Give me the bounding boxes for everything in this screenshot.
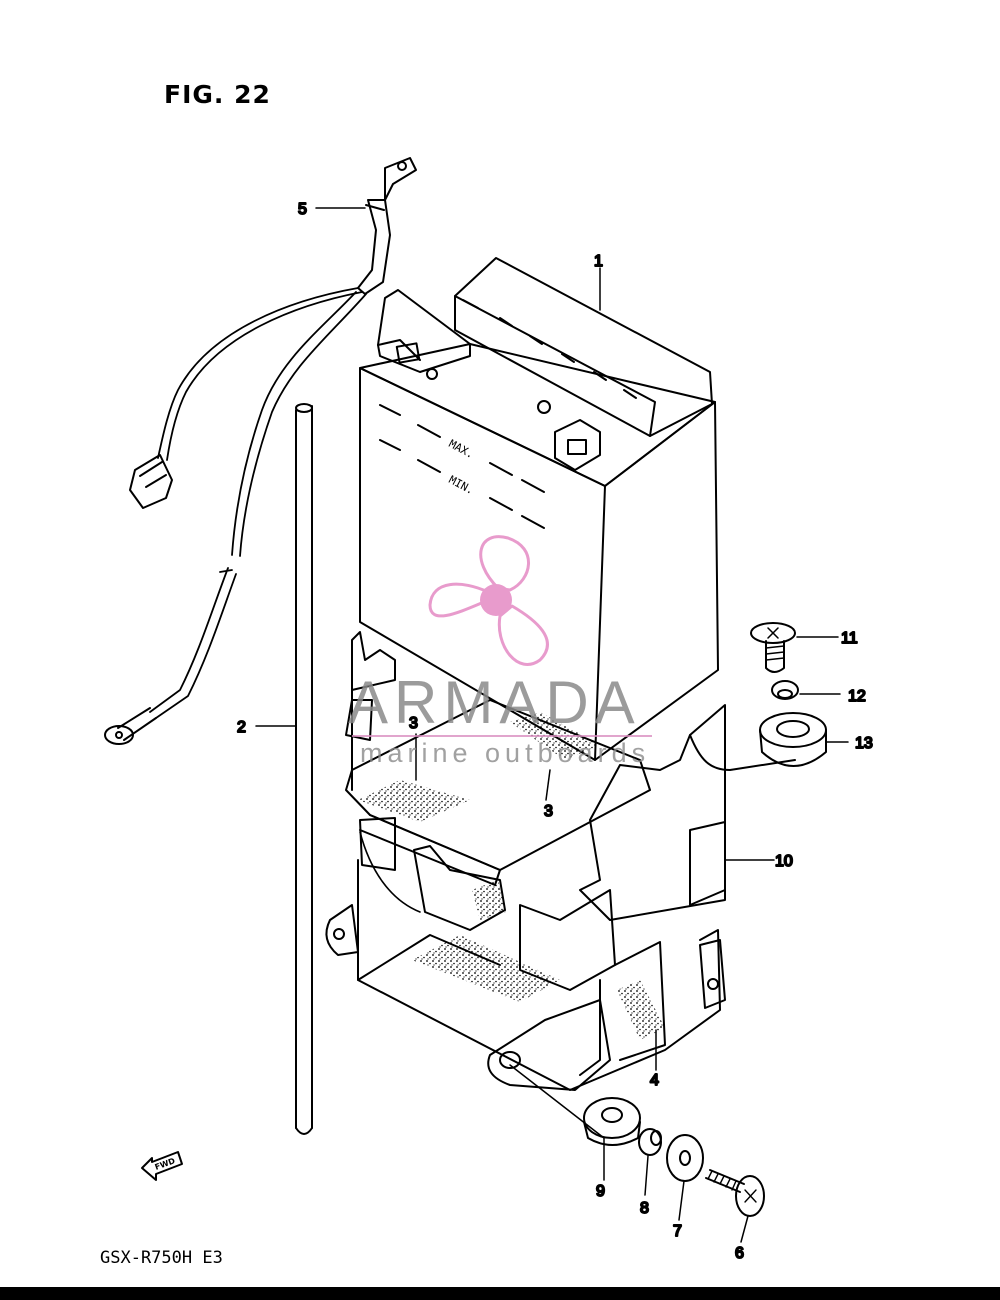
cushion-10-part: [583, 1097, 641, 1146]
watermark-divider: [352, 735, 652, 737]
callout-10: 9: [596, 1183, 605, 1200]
washer-8-part: [666, 1134, 704, 1182]
forward-arrow-icon: FWD: [141, 1151, 183, 1181]
callout-3-left: 3: [409, 715, 418, 732]
callout-6: 10: [775, 853, 793, 870]
leader-lines: [255, 207, 849, 1243]
min-level-mark: MIN.: [447, 473, 477, 497]
figure-title: FIG. 22: [164, 80, 271, 109]
callout-8: 7: [673, 1223, 682, 1240]
propeller-logo-icon: [428, 535, 549, 666]
callout-12: 12: [848, 688, 866, 705]
screw-11-part: [750, 622, 796, 673]
collar-9-part: [638, 1128, 662, 1156]
callout-4: 4: [650, 1072, 659, 1089]
callout-11: 11: [841, 630, 858, 647]
breather-hose-part: [295, 403, 313, 1135]
model-code: GSX-R750H E3: [100, 1248, 223, 1268]
cushion-13-part: [759, 712, 827, 767]
bottom-border: [0, 1287, 1000, 1300]
max-level-mark: MAX.: [447, 437, 477, 461]
callout-1: 1: [594, 253, 603, 270]
callout-13: 13: [855, 735, 873, 752]
callout-7: 6: [735, 1245, 744, 1262]
callout-2: 2: [237, 719, 246, 736]
collar-12-part: [771, 680, 799, 700]
callout-9: 8: [640, 1200, 649, 1217]
watermark-tagline: marine outboards: [360, 738, 651, 768]
watermark-brand: ARMADA: [348, 669, 641, 736]
battery-holder-part: [345, 631, 796, 931]
battery-tray-part: [325, 859, 726, 1091]
callout-3-right: 3: [544, 803, 553, 820]
battery-cable-part: [104, 157, 417, 745]
bolt-7-part: [705, 1169, 765, 1217]
callout-5: 5: [298, 201, 307, 218]
